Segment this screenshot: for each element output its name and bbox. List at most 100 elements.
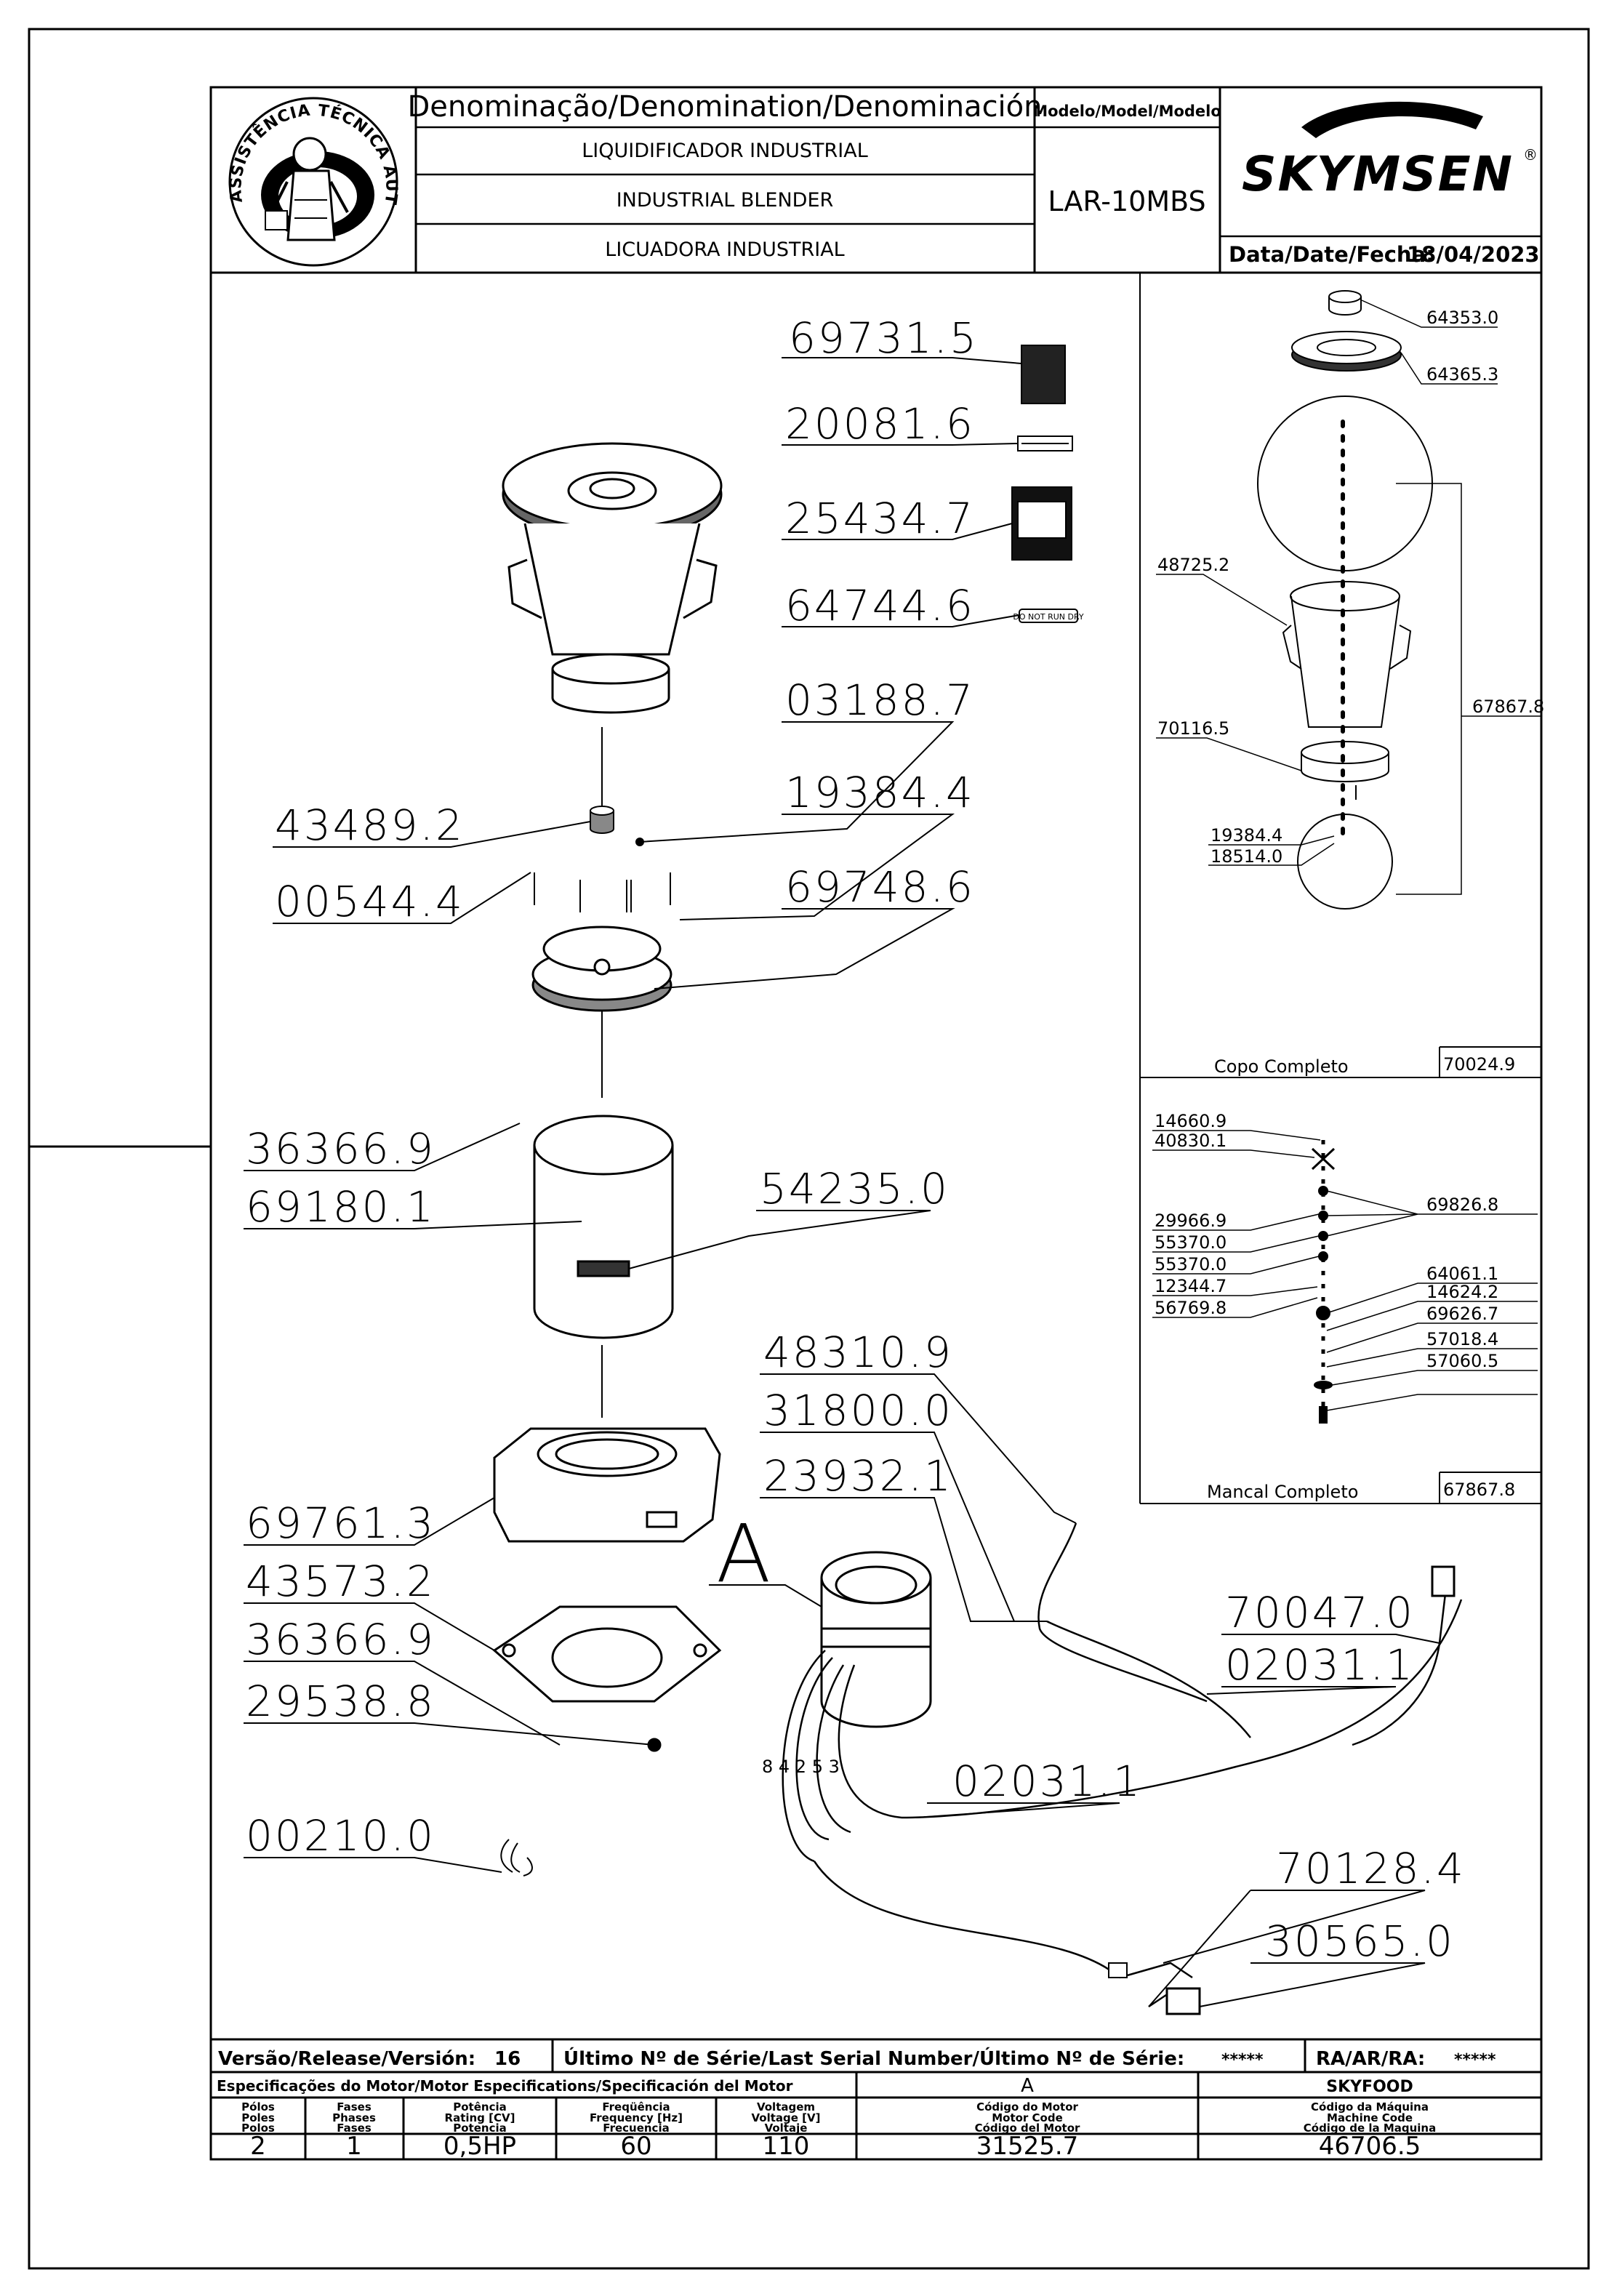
part-64353-0: 64353.0 xyxy=(1426,308,1498,328)
val-freq: 60 xyxy=(620,2132,651,2161)
part-54235-0: 54235.0 xyxy=(760,1164,949,1213)
hdr-motor-code-en: Motor Code xyxy=(992,2111,1063,2124)
part-19384-4: 19384.4 xyxy=(785,768,975,817)
part-57018-4: 57018.4 xyxy=(1426,1329,1498,1349)
hdr-motor-code-es: Código del Motor xyxy=(975,2122,1080,2135)
val-motor-code: 31525.7 xyxy=(976,2132,1079,2161)
part-48725-2: 48725.2 xyxy=(1157,555,1229,575)
part-43573-2: 43573.2 xyxy=(246,1557,435,1606)
spring xyxy=(500,1839,533,1876)
skymsen-logo: SKYMSEN ® xyxy=(1242,101,1538,202)
spec-column-headers: Pólos Poles Polos Fases Phases Fases Pot… xyxy=(241,2100,1436,2135)
denomination-heading: Denominação/Denomination/Denominación xyxy=(407,90,1042,124)
val-machine-code: 46706.5 xyxy=(1319,2132,1421,2161)
version-label: Versão/Release/Versión: xyxy=(218,2048,475,2070)
model-heading: Modelo/Model/Modelo xyxy=(1032,103,1221,120)
hdr-machine-code-en: Machine Code xyxy=(1327,2111,1413,2124)
part-36366-9-b: 36366.9 xyxy=(246,1615,435,1664)
model-value: LAR-10MBS xyxy=(1048,185,1205,217)
title-block: ASSISTÊNCIA TÉCNICA AUTORIZADA Denominaç… xyxy=(0,0,1541,274)
hdr-poles-es: Polos xyxy=(241,2122,275,2135)
part-64365-3: 64365.3 xyxy=(1426,364,1498,385)
part-14624-2: 14624.2 xyxy=(1426,1282,1498,1302)
hdr-phases-pt: Fases xyxy=(337,2100,372,2114)
brand-wordmark: SKYMSEN xyxy=(1242,146,1514,202)
part-02031-1-a: 02031.1 xyxy=(1225,1640,1415,1690)
hdr-machine-code-pt: Código da Máquina xyxy=(1311,2100,1429,2114)
spec-values: 2 1 0,5HP 60 110 31525.7 46706.5 xyxy=(250,2132,1421,2161)
part-69826-8: 69826.8 xyxy=(1426,1195,1498,1215)
part-70128-4: 70128.4 xyxy=(1276,1844,1466,1893)
wiring xyxy=(782,1522,1463,2008)
part-00210-0: 00210.0 xyxy=(246,1811,435,1861)
motor xyxy=(820,1551,932,1728)
val-poles: 2 xyxy=(250,2132,266,2161)
part-19384-4-copo: 19384.4 xyxy=(1211,825,1282,846)
motor-wire-numbers: 8 4 2 5 3 xyxy=(762,1757,840,1777)
part-43489-2: 43489.2 xyxy=(275,800,465,850)
hdr-freq-en: Frequency [Hz] xyxy=(590,2111,683,2124)
name-es: LICUADORA INDUSTRIAL xyxy=(605,238,844,261)
part-20081-6: 20081.6 xyxy=(785,399,975,449)
date-label: Data/Date/Fecha: xyxy=(1229,242,1434,267)
ra-label: RA/AR/RA: xyxy=(1316,2048,1425,2070)
copo-title: Copo Completo xyxy=(1214,1056,1349,1077)
part-36366-9-a: 36366.9 xyxy=(246,1124,435,1173)
part-29538-8: 29538.8 xyxy=(246,1677,435,1726)
mancal-complete-drawing xyxy=(1311,1140,1336,1425)
part-69180-1: 69180.1 xyxy=(246,1182,435,1232)
part-55370-0-a: 55370.0 xyxy=(1155,1232,1226,1253)
hdr-volt-pt: Voltagem xyxy=(757,2100,815,2114)
jar-base xyxy=(531,926,673,1012)
hdr-poles-pt: Pólos xyxy=(241,2100,275,2114)
serial-value: ***** xyxy=(1221,2051,1264,2069)
motor-tag: A xyxy=(716,1507,771,1600)
do-not-run-dry-label: DO NOT RUN DRY xyxy=(1013,612,1084,622)
hdr-freq-pt: Freqüência xyxy=(602,2100,670,2114)
hdr-motor-code-pt: Código do Motor xyxy=(976,2100,1078,2114)
part-64061-1: 64061.1 xyxy=(1426,1264,1498,1284)
motor-base xyxy=(493,1427,721,1543)
switch xyxy=(1165,1987,1201,2015)
motor-letter: A xyxy=(1021,2075,1034,2097)
part-23932-1: 23932.1 xyxy=(763,1451,953,1501)
copo-code: 70024.9 xyxy=(1443,1054,1515,1075)
name-en: INDUSTRIAL BLENDER xyxy=(617,189,834,212)
val-power: 0,5HP xyxy=(443,2132,516,2161)
label-icons: DO NOT RUN DRY xyxy=(1011,345,1084,623)
authorized-service-logo: ASSISTÊNCIA TÉCNICA AUTORIZADA xyxy=(0,0,400,267)
hdr-poles-en: Poles xyxy=(241,2111,275,2124)
part-69748-6: 69748.6 xyxy=(785,862,975,912)
plug xyxy=(1431,1565,1456,1597)
ra-value: ***** xyxy=(1454,2051,1496,2069)
hdr-freq-es: Frecuencia xyxy=(603,2122,669,2135)
hdr-power-en: Rating [CV] xyxy=(445,2111,515,2124)
part-29966-9: 29966.9 xyxy=(1155,1211,1226,1231)
part-70116-5: 70116.5 xyxy=(1157,718,1229,739)
page-border xyxy=(28,28,1590,2270)
date-value: 18/04/2023 xyxy=(1407,242,1540,267)
part-30565-0: 30565.0 xyxy=(1265,1916,1455,1966)
part-31800-0: 31800.0 xyxy=(763,1386,953,1435)
part-25434-7: 25434.7 xyxy=(785,494,975,543)
drawing-frame xyxy=(209,86,1543,2161)
part-67867-8-ref: 67867.8 xyxy=(1472,697,1544,717)
part-69731-5: 69731.5 xyxy=(789,313,979,363)
part-40830-1: 40830.1 xyxy=(1155,1131,1226,1151)
copo-complete-drawing xyxy=(1257,290,1462,910)
machine-brand: SKYFOOD xyxy=(1326,2078,1413,2096)
name-pt: LIQUIDIFICADOR INDUSTRIAL xyxy=(582,140,868,162)
part-55370-0-b: 55370.0 xyxy=(1155,1254,1226,1275)
part-48310-9: 48310.9 xyxy=(763,1328,953,1377)
part-70047-0: 70047.0 xyxy=(1225,1588,1415,1637)
connector xyxy=(1108,1962,1128,1978)
part-69626-7: 69626.7 xyxy=(1426,1304,1498,1324)
hdr-phases-es: Fases xyxy=(337,2122,372,2135)
serial-label: Último Nº de Série/Last Serial Number/Úl… xyxy=(563,2047,1184,2070)
hdr-phases-en: Phases xyxy=(332,2111,376,2124)
part-18514-0: 18514.0 xyxy=(1211,846,1282,867)
part-57060-5: 57060.5 xyxy=(1426,1351,1498,1371)
part-69761-3: 69761.3 xyxy=(246,1498,435,1548)
mancal-title: Mancal Completo xyxy=(1207,1482,1358,1502)
